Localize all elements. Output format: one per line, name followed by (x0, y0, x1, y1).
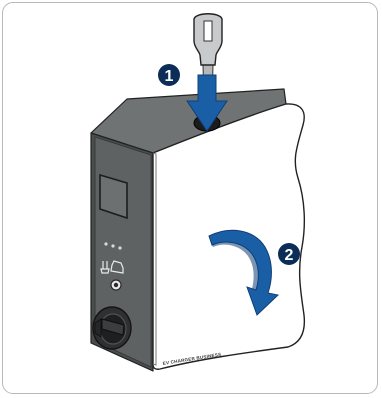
step-1-badge: 1 (158, 64, 180, 86)
status-led-1 (104, 242, 107, 245)
status-led-2 (111, 244, 114, 247)
step-2-badge: 2 (278, 243, 300, 265)
step-1-label: 1 (165, 68, 174, 85)
status-led-3 (118, 246, 121, 249)
step-2-label: 2 (285, 247, 294, 264)
key-bow-slot (204, 21, 212, 41)
charging-socket (93, 307, 131, 349)
charger-cover-illustration: EV CHARGER BUSINESS 1 2 (3, 3, 378, 394)
charge-button-core (114, 283, 118, 287)
illustration-frame: EV CHARGER BUSINESS 1 2 (2, 2, 378, 394)
